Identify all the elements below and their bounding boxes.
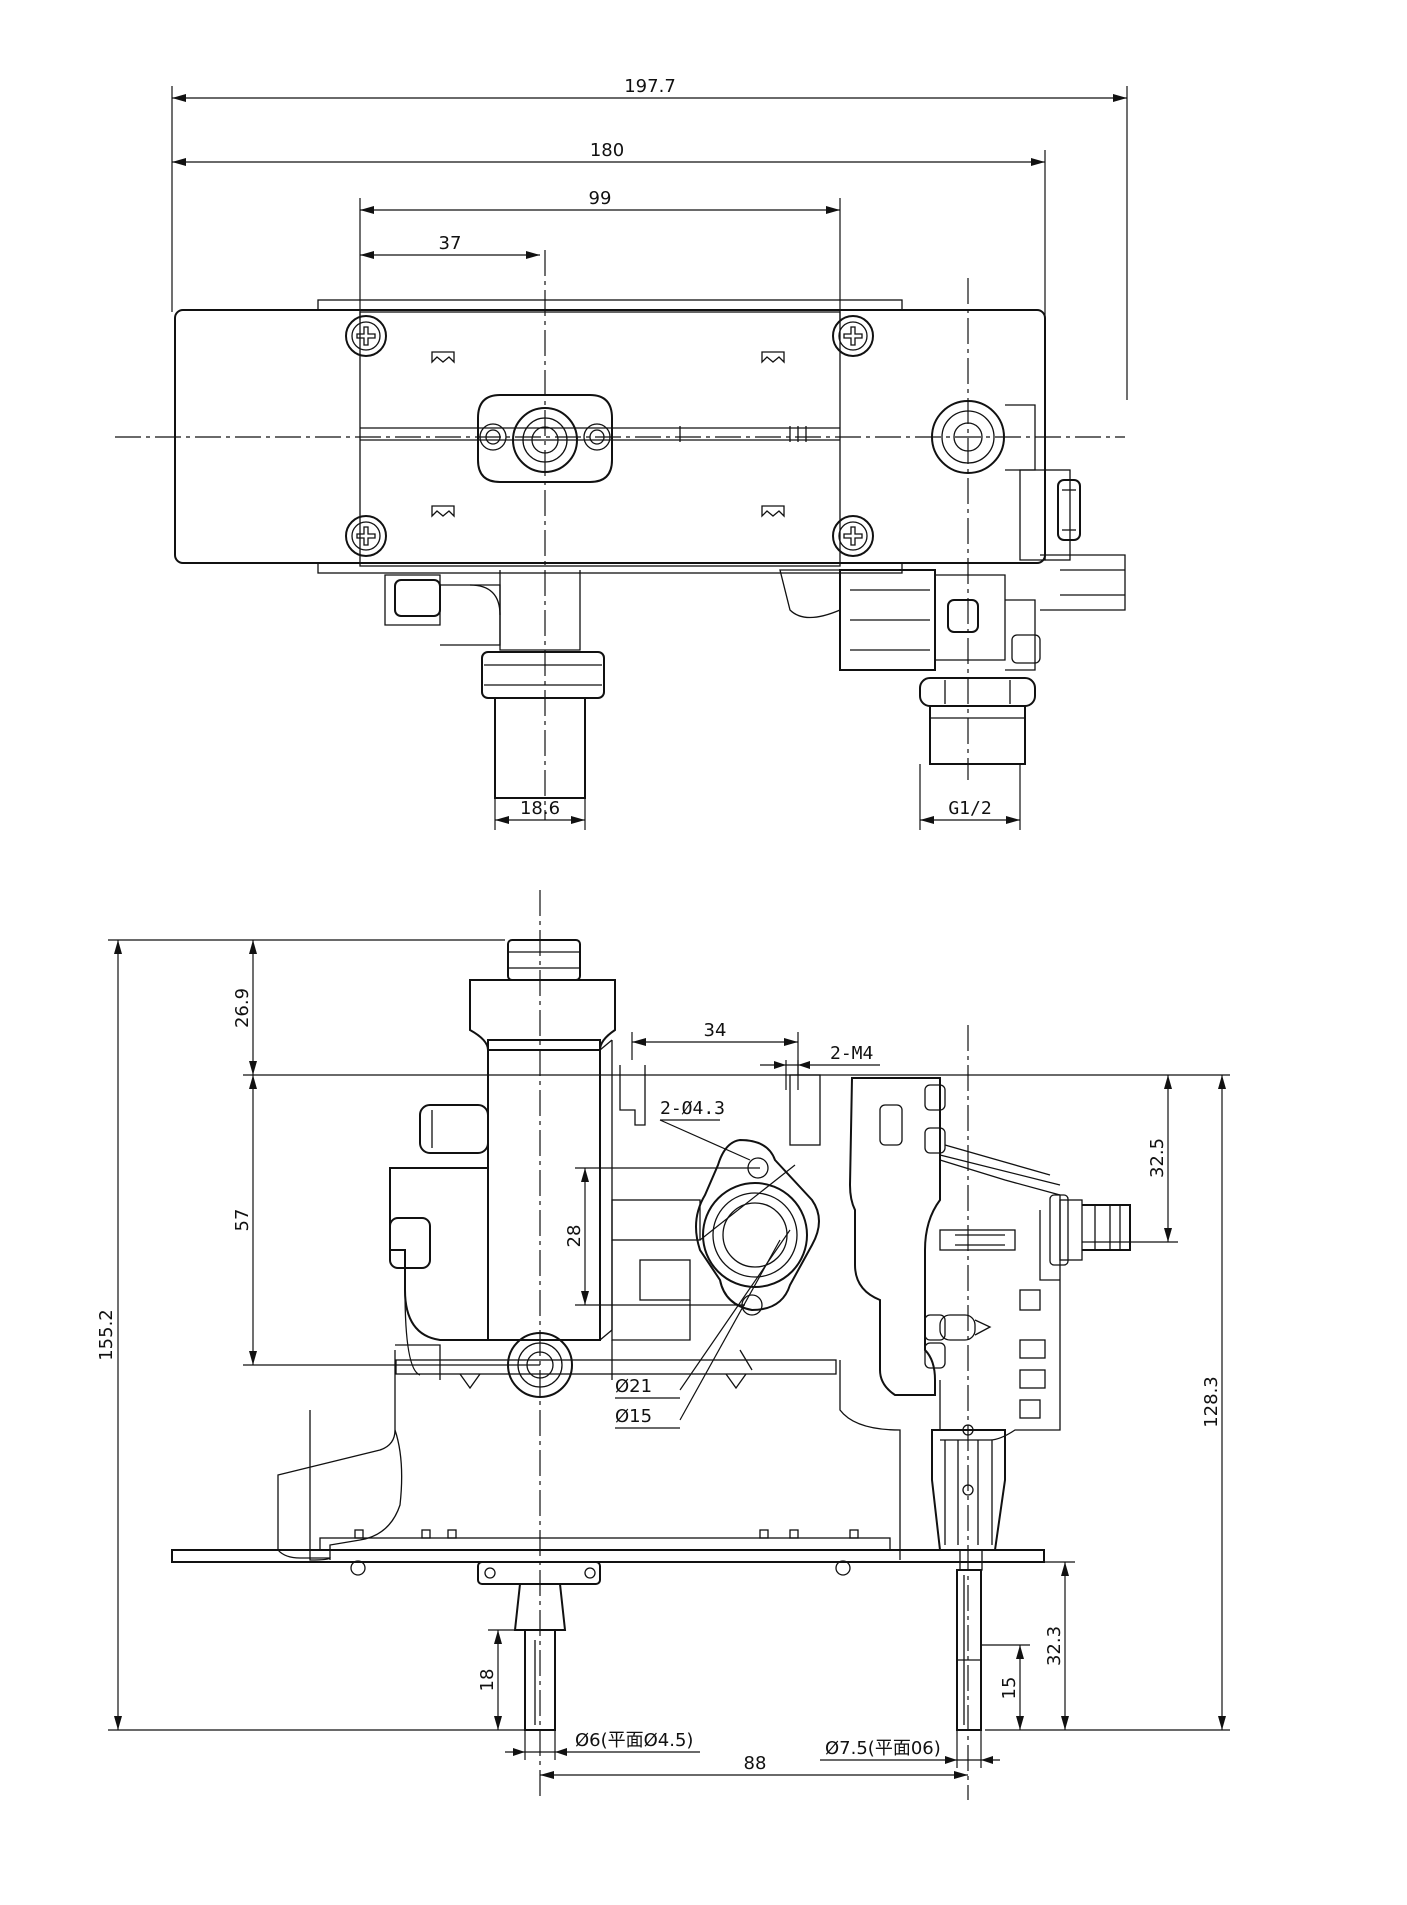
dim-top-height: 26.9 [232,940,257,1075]
dim-outer-dia-label: Ø21 [615,1376,652,1397]
label-shaft-left: Ø6(平面Ø4.5) [575,1730,693,1751]
dim-center-offset: 37 [360,233,540,259]
dim-shaft-right-len: 15 [981,1644,1030,1730]
screw-top-left [345,315,387,357]
dim-overall-width-label: 197.7 [624,76,676,97]
dim-shaft-right-total: 32.3 [1044,1561,1075,1730]
pivot [507,1332,573,1398]
dim-overall-width: 197.7 [171,76,1128,400]
dim-shaft-spacing-label: 88 [744,1753,767,1774]
top-fitting [469,939,616,1341]
dim-right-total-label: 128.3 [1201,1376,1222,1428]
right-valve-top [931,400,1126,611]
dim-shaft-left-len: 18 [477,1629,525,1730]
dim-body-height-label: 57 [232,1209,253,1232]
screw-bottom-right [832,515,874,557]
right-outlet [779,569,1041,765]
dim-right-height-label: 32.5 [1147,1138,1168,1178]
dim-hole-spacing-label: 99 [589,188,612,209]
label-screw-text: 2-M4 [830,1043,873,1064]
dim-right-total: 128.3 [985,1075,1230,1731]
dim-right-height: 32.5 [1082,1075,1178,1243]
dim-outlet-thread: G1/2 [919,764,1021,830]
dim-diameters: Ø21 Ø15 [615,1376,680,1429]
dim-shaft-left-len-label: 18 [477,1669,498,1692]
label-holes: 2-Ø4.3 [660,1098,725,1119]
dim-flange-height-label: 28 [564,1225,585,1248]
top-view: 197.7 180 99 37 [115,76,1128,830]
dim-outlet-thread-label: G1/2 [948,798,991,819]
dim-shaft-left-dia: Ø6(平面Ø4.5) [505,1730,700,1760]
dim-total-height-label: 155.2 [96,1309,117,1361]
dim-inlet-diameter-label: 18.6 [520,798,560,819]
dim-shaft-spacing: 88 [540,1753,968,1779]
right-shaft [956,1569,982,1731]
right-valve-front [848,1077,1131,1441]
dim-shaft-right-dia: Ø7.5(平面06) [820,1730,1000,1768]
dim-port-offset: 34 [631,1020,799,1075]
bridge [611,1065,821,1371]
left-outlet [384,570,605,799]
dim-inlet-diameter: 18.6 [494,798,586,830]
base-plate [171,1529,1045,1576]
left-shaft [477,1561,601,1731]
label-screw: 2-M4 [760,1043,880,1090]
dim-hole-spacing: 99 [359,188,841,320]
lower-housing [277,1340,901,1561]
dim-plate-width: 180 [172,140,1046,320]
left-body [389,1104,837,1390]
flange-front [659,1119,820,1421]
dim-plate-width-label: 180 [590,140,624,161]
dim-center-offset-label: 37 [439,233,462,254]
dim-inner-dia-label: Ø15 [615,1406,652,1427]
dim-top-height-label: 26.9 [232,988,253,1028]
screw-top-right [832,315,874,357]
dim-total-height: 155.2 [96,939,525,1731]
screw-bottom-left [345,515,387,557]
dim-body-height: 57 [232,1074,1230,1366]
dim-flange-height: 28 [564,1167,760,1306]
dim-port-offset-label: 34 [704,1020,727,1041]
dim-shaft-right-total-label: 32.3 [1044,1626,1065,1666]
label-shaft-right: Ø7.5(平面06) [825,1738,941,1759]
dim-shaft-right-len-label: 15 [999,1677,1020,1700]
front-view: 155.2 26.9 57 [96,890,1230,1800]
